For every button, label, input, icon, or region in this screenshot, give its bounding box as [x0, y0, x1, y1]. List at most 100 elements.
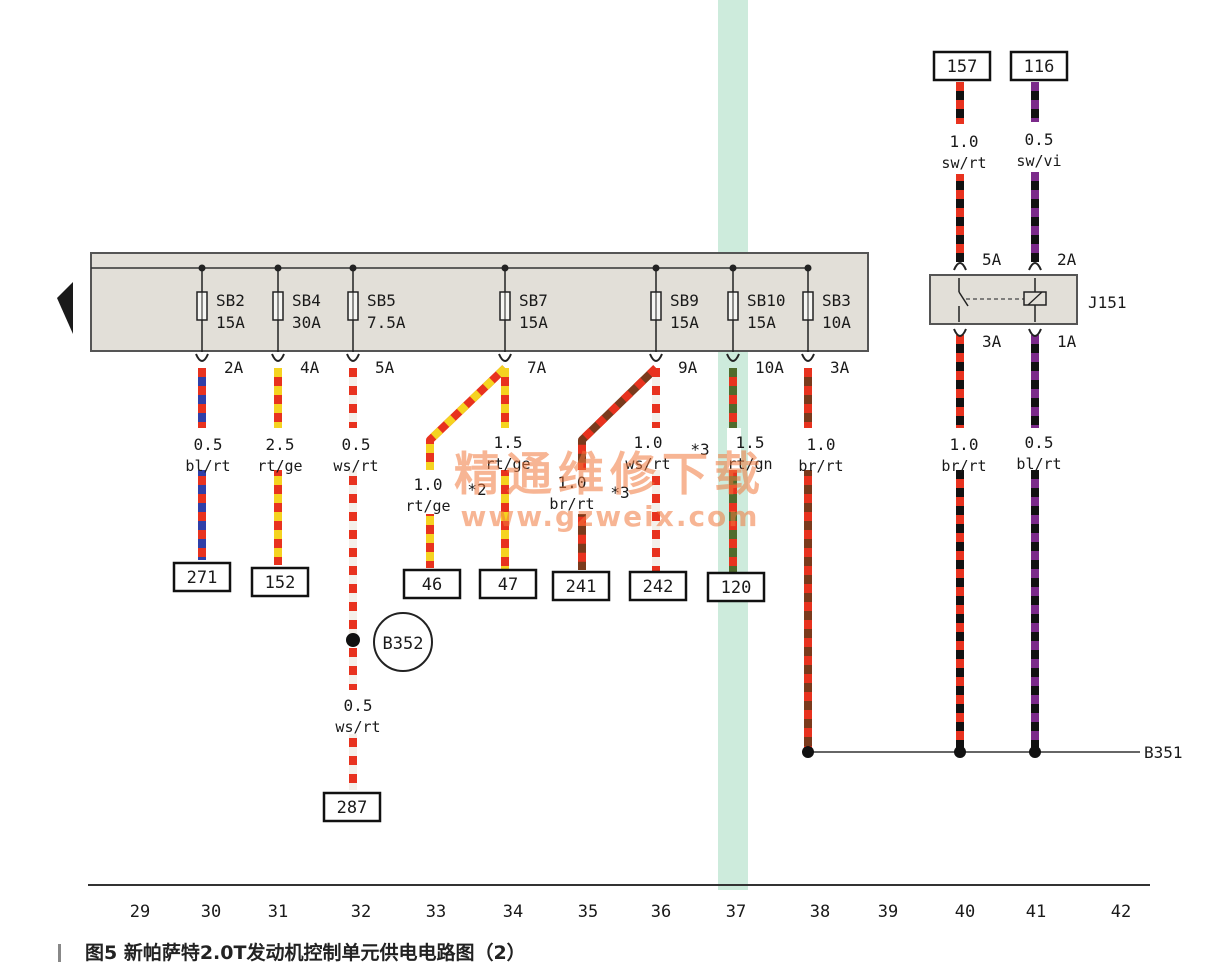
connector-label: 242 [643, 577, 674, 597]
wire-color-label: bl/rt [185, 457, 230, 475]
relay-pin-socket [1028, 262, 1042, 271]
wire-size-label: 1.5 [736, 433, 765, 452]
figure-caption: 图5 新帕萨特2.0T发动机控制单元供电电路图（2） [58, 938, 526, 965]
label-gap [347, 428, 361, 470]
wire-size-label: 1.0 [414, 475, 443, 494]
connector-box-46 [402, 568, 462, 600]
wire-color-label: rt/ge [257, 457, 302, 475]
relay-pin-label: 5A [982, 250, 1002, 269]
terminal-pin: 7A [527, 358, 547, 377]
connector-label: 152 [265, 573, 296, 593]
wire-color-label: rt/ge [485, 455, 530, 473]
wire-size-label: 1.0 [634, 433, 663, 452]
label-gap [424, 470, 438, 514]
ground-junction-dot [1029, 746, 1041, 758]
fuse-rating: 30A [292, 313, 321, 332]
fuse-name: SB5 [367, 291, 396, 310]
splice-ring [373, 612, 433, 672]
grid-number: 34 [503, 902, 523, 922]
wire-color-label: br/rt [549, 495, 594, 513]
wire-241-5 [578, 365, 659, 570]
grid-number: 32 [351, 902, 371, 922]
label-gap [650, 428, 664, 470]
wire-color-label: rt/ge [405, 497, 450, 515]
connector-label: 120 [721, 578, 752, 598]
connector-box-287 [322, 791, 382, 823]
connector-label: 271 [187, 568, 218, 588]
fuse-rating: 15A [519, 313, 548, 332]
connector-box-152 [250, 566, 310, 598]
relay-pin-socket [953, 262, 967, 271]
connector-label: 116 [1024, 57, 1055, 77]
fuses: SB215A2ASB430A4ASB57.5A5ASB715A7ASB915A9… [195, 264, 851, 377]
connector-box-116 [1009, 50, 1069, 82]
terminal-socket [346, 353, 360, 362]
fuse-name: SB9 [670, 291, 699, 310]
relay-contact [958, 291, 969, 307]
wire-size-label: 0.5 [1025, 130, 1054, 149]
label-gap [576, 470, 590, 514]
connector-box-271 [172, 561, 232, 593]
label-gap [347, 690, 361, 734]
terminal-socket [498, 353, 512, 362]
label-gap [272, 428, 286, 470]
fuse-rating: 7.5A [367, 313, 406, 332]
fuse-name: SB7 [519, 291, 548, 310]
connector-box-120 [706, 571, 766, 603]
wire-size-label: 1.0 [950, 132, 979, 151]
ground-junction-dot [802, 746, 814, 758]
label-gap [727, 428, 741, 470]
relay-label: J151 [1088, 293, 1127, 312]
connector-label: 287 [337, 798, 368, 818]
wire-size-label: 0.5 [1025, 433, 1054, 452]
grid-number: 39 [878, 902, 898, 922]
wire-size-label: 1.0 [558, 473, 587, 492]
terminal-pin: 5A [375, 358, 395, 377]
terminal-pin: 3A [830, 358, 850, 377]
ground-label: B351 [1144, 743, 1183, 762]
wire-color-label: br/rt [941, 457, 986, 475]
fuse-rating: 15A [747, 313, 776, 332]
connector-label: 46 [422, 575, 442, 595]
label-gap [802, 428, 816, 470]
relay-coil [1027, 291, 1043, 306]
relay-j151-body [929, 274, 1078, 325]
splice-label: B352 [383, 634, 424, 654]
relay-pin-label: 2A [1057, 250, 1077, 269]
connector-box-242 [628, 570, 688, 602]
wire-color-label: sw/rt [941, 154, 986, 172]
terminal-socket [726, 353, 740, 362]
terminal-socket [801, 353, 815, 362]
connector-label: 157 [947, 57, 978, 77]
grid-number: 35 [578, 902, 598, 922]
connector-box-47 [478, 568, 538, 600]
splice-dot [346, 633, 360, 647]
grid-number: 30 [201, 902, 221, 922]
grid-number: 42 [1111, 902, 1131, 922]
terminal-pin: 9A [678, 358, 698, 377]
wire-color-label: ws/rt [335, 718, 380, 736]
relay-pin-label: 3A [982, 332, 1002, 351]
wire-color-label: sw/vi [1016, 152, 1061, 170]
grid-number: 33 [426, 902, 446, 922]
panel-continuation-arrow [57, 282, 73, 334]
connector-label: 241 [566, 577, 597, 597]
fuse-rating: 10A [822, 313, 851, 332]
grid-number: 37 [726, 902, 746, 922]
wire-size-label: 0.5 [344, 696, 373, 715]
labels: 0.5bl/rt2.5rt/ge0.5ws/rt1.0rt/ge1.5rt/ge… [172, 50, 1077, 823]
wire-color-label: rt/gn [727, 455, 772, 473]
fuse-name: SB2 [216, 291, 245, 310]
wire-color-label: br/rt [798, 457, 843, 475]
label-gap [954, 428, 968, 470]
terminal-pin: 10A [755, 358, 784, 377]
wire-color-label: bl/rt [1016, 455, 1061, 473]
grid-number: 38 [810, 902, 830, 922]
grid-number: 36 [651, 902, 671, 922]
fuse-rating: 15A [216, 313, 245, 332]
terminal-pin: 2A [224, 358, 244, 377]
grid-number: 31 [268, 902, 288, 922]
ground-junction-dot [954, 746, 966, 758]
